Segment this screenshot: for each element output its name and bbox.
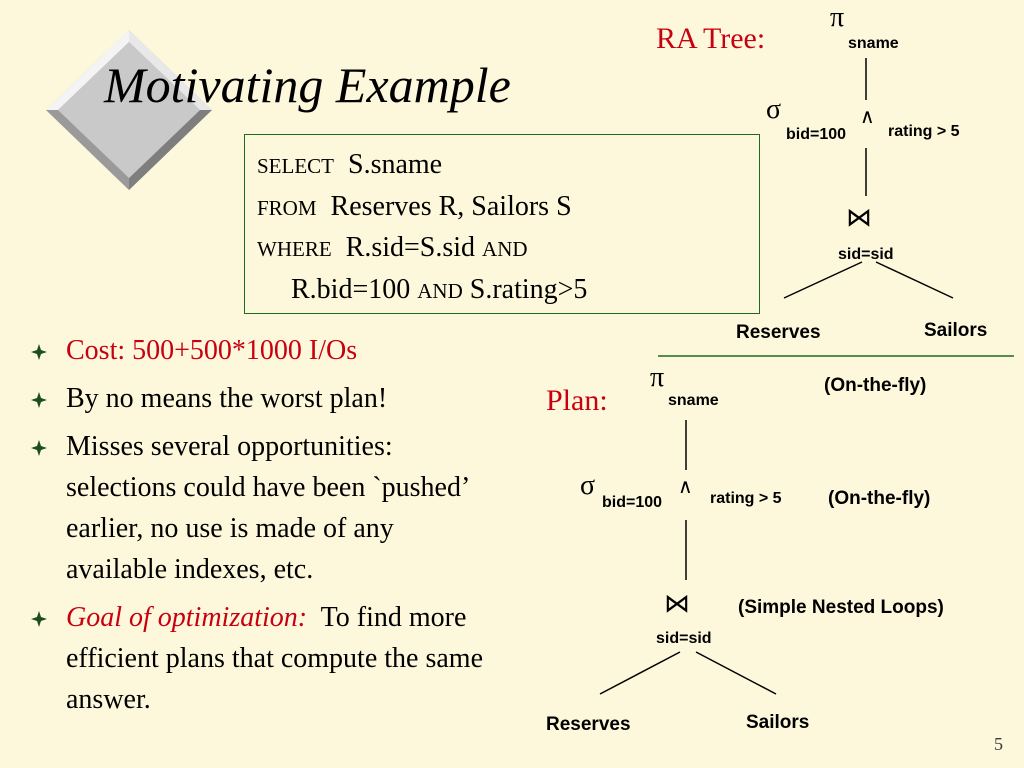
sql-condition-line: R.bid=100 AND S.rating>5 [257, 270, 759, 312]
sql-where-value: R.sid=S.sid [345, 232, 476, 263]
diamond-bullet-icon [31, 344, 47, 360]
ra-tree-label: RA Tree: [656, 22, 766, 55]
ra-sigma-symbol: σ [766, 94, 782, 125]
plan-join-note: (Simple Nested Loops) [738, 597, 944, 618]
goal-line-3: answer. [66, 684, 151, 715]
sql-query-box: SELECT S.sname FROM Reserves R, Sailors … [244, 134, 760, 314]
plan-leaf-sailors: Sailors [746, 712, 810, 733]
bullet-not-worst: By no means the worst plan! [30, 378, 590, 419]
bullet-goal: Goal of optimization: To find more effic… [30, 597, 590, 720]
opportunities-line-4: available indexes, etc. [66, 554, 314, 585]
sql-rating-condition: S.rating>5 [469, 273, 588, 305]
diamond-bullet-icon [31, 611, 47, 627]
sql-from-line: FROM Reserves R, Sailors S [257, 187, 759, 229]
plan-sigma-subscript-bid: bid=100 [602, 494, 663, 511]
plan-join-subscript: sid=sid [656, 630, 712, 647]
plan-join-symbol: ⋈ [664, 588, 690, 618]
cost-text: Cost: 500+500*1000 I/Os [66, 335, 358, 366]
ra-and-symbol: ∧ [860, 106, 875, 128]
opportunities-line-1: Misses several opportunities: [66, 431, 393, 462]
plan-and-symbol: ∧ [678, 476, 693, 498]
plan-edge-join-sailors [695, 651, 777, 695]
bullet-list: Cost: 500+500*1000 I/Os By no means the … [30, 330, 590, 727]
plan-sigma-subscript-rating: rating > 5 [710, 490, 782, 507]
goal-line-2: efficient plans that compute the same [66, 643, 484, 674]
sql-select-value: S.sname [348, 149, 443, 180]
plan-edge-join-reserves [599, 651, 681, 695]
sql-select-keyword: SELECT [257, 154, 334, 178]
goal-label: Goal of optimization: [66, 602, 308, 633]
sql-and-keyword-2: AND [417, 278, 463, 303]
diamond-logo [46, 30, 212, 190]
ra-edge-join-sailors [875, 261, 954, 299]
opportunities-line-2: selections could have been `pushed’ [66, 472, 471, 503]
sql-from-value: Reserves R, Sailors S [330, 190, 572, 222]
ra-join-subscript: sid=sid [838, 246, 894, 263]
plan-sigma-note: (On-the-fly) [828, 488, 931, 509]
ra-sigma-subscript-rating: rating > 5 [888, 123, 960, 140]
ra-pi-symbol: π [830, 2, 845, 33]
sql-where-line: WHERE R.sid=S.sid AND [257, 228, 759, 270]
sql-and-keyword: AND [482, 237, 528, 261]
sql-where-keyword: WHERE [257, 237, 332, 261]
diamond-bullet-icon [31, 392, 47, 408]
ra-sigma-subscript-bid: bid=100 [786, 126, 847, 143]
ra-leaf-sailors: Sailors [924, 320, 988, 341]
bullet-opportunities: Misses several opportunities: selections… [30, 426, 590, 590]
ra-join-symbol: ⋈ [846, 202, 872, 232]
plan-sigma-symbol: σ [580, 470, 596, 501]
sql-bid-condition: R.bid=100 [291, 273, 411, 305]
diamond-bullet-icon [31, 440, 47, 456]
slide-title: Motivating Example [104, 57, 511, 113]
plan-pi-symbol: π [650, 362, 665, 393]
not-worst-text: By no means the worst plan! [66, 383, 388, 414]
bullet-cost: Cost: 500+500*1000 I/Os [30, 330, 590, 371]
page-number: 5 [994, 734, 1003, 754]
plan-leaf-reserves: Reserves [546, 714, 631, 735]
plan-pi-subscript: sname [668, 392, 719, 409]
ra-leaf-reserves: Reserves [736, 322, 821, 343]
sql-from-keyword: FROM [257, 195, 317, 220]
ra-edge-join-reserves [783, 261, 863, 299]
plan-pi-note: (On-the-fly) [824, 375, 927, 396]
plan-label: Plan: [546, 384, 608, 417]
sql-select-line: SELECT S.sname [257, 145, 759, 187]
ra-pi-subscript: sname [848, 35, 899, 52]
goal-text-start: To find more [307, 602, 467, 633]
opportunities-line-3: earlier, no use is made of any [66, 513, 394, 544]
